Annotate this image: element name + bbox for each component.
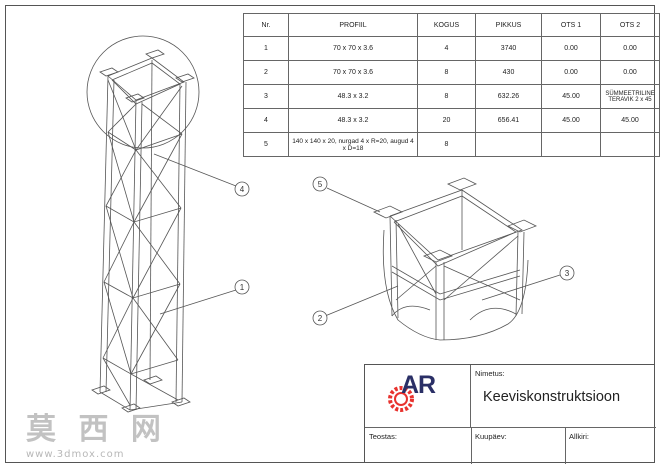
callout-4: 4 <box>234 181 250 197</box>
bom-header-length: PIKKUS <box>475 13 542 37</box>
bom-cell-nr: 2 <box>243 60 289 85</box>
bom-cell-end1: 45.00 <box>541 84 601 109</box>
base-plate-top-right <box>175 73 195 83</box>
bom-cell-qty: 20 <box>417 108 476 133</box>
bom-header-end2: OTS 2 <box>600 13 660 37</box>
watermark-url: www.3dmox.com <box>26 449 125 460</box>
date-cell: Kuupäev: <box>471 428 566 464</box>
callout-2: 2 <box>312 310 328 326</box>
svg-text:4: 4 <box>240 185 245 194</box>
bom-cell-end1: 0.00 <box>541 60 601 85</box>
drawing-frame <box>5 5 655 463</box>
logo-text: AR <box>401 371 436 399</box>
bom-cell-end1 <box>541 132 601 157</box>
tower-isometric-view <box>86 35 200 413</box>
bom-cell-qty: 8 <box>417 132 476 157</box>
table-row: 2 70 x 70 x 3.6 8 430 0.00 0.00 <box>243 60 660 85</box>
base-plate-top-left <box>99 67 119 77</box>
callout-1: 1 <box>234 279 250 295</box>
name-cell: Nimetus: Keeviskonstruktsioon <box>471 365 656 427</box>
bom-cell-nr: 3 <box>243 84 289 109</box>
bom-header-end1: OTS 1 <box>541 13 601 37</box>
bom-cell-end1: 0.00 <box>541 36 601 61</box>
name-label: Nimetus: <box>475 369 505 378</box>
bom-cell-nr: 4 <box>243 108 289 133</box>
base-plate-top-back <box>145 49 165 59</box>
svg-text:5: 5 <box>318 180 323 189</box>
bom-cell-length <box>475 132 542 157</box>
company-logo: AR <box>365 365 471 427</box>
section-plate-left <box>373 205 403 219</box>
bom-cell-profile: 48.3 x 3.2 <box>288 108 418 133</box>
base-plate-top-front <box>125 93 145 103</box>
bom-cell-qty: 4 <box>417 36 476 61</box>
bom-cell-profile: 140 x 140 x 20, nurgad 4 x R=20, augud 4… <box>288 132 418 157</box>
bom-header-row: Nr. PROFIIL KOGUS PIKKUS OTS 1 OTS 2 <box>243 13 660 37</box>
designer-label: Teostas: <box>369 432 397 441</box>
leader-lines <box>153 153 561 317</box>
designer-cell: Teostas: <box>365 428 472 464</box>
bom-cell-end2: 0.00 <box>600 36 660 61</box>
detail-circle <box>86 35 200 149</box>
title-block: AR Nimetus: Keeviskonstruktsioon Teostas… <box>364 364 656 464</box>
bom-header-nr: Nr. <box>243 13 289 37</box>
base-plate-bottom-right <box>171 397 191 407</box>
bom-cell-length: 656.41 <box>475 108 542 133</box>
bom-cell-profile: 70 x 70 x 3.6 <box>288 36 418 61</box>
bill-of-materials-table: Nr. PROFIIL KOGUS PIKKUS OTS 1 OTS 2 1 7… <box>243 13 660 157</box>
base-plate-bottom-front <box>121 403 141 413</box>
signature-cell: Allkiri: <box>565 428 656 464</box>
section-plate-back <box>447 177 477 191</box>
bom-cell-end2: 45.00 <box>600 108 660 133</box>
bom-cell-length: 632.26 <box>475 84 542 109</box>
svg-text:3: 3 <box>565 269 570 278</box>
callout-3: 3 <box>559 265 575 281</box>
base-plate-bottom-left <box>91 385 111 395</box>
table-row: 4 48.3 x 3.2 20 656.41 45.00 45.00 <box>243 108 660 133</box>
table-row: 5 140 x 140 x 20, nurgad 4 x R=20, augud… <box>243 132 660 157</box>
bom-cell-end2: SÜMMEETRILINE TERAVIK 2 x 45 <box>600 84 660 109</box>
base-plate-bottom-back <box>143 375 163 385</box>
tower-section-view <box>373 177 537 341</box>
bom-cell-length: 430 <box>475 60 542 85</box>
bom-header-profile: PROFIIL <box>288 13 418 37</box>
bom-cell-qty: 8 <box>417 60 476 85</box>
bom-header-qty: KOGUS <box>417 13 476 37</box>
bom-cell-nr: 1 <box>243 36 289 61</box>
bom-cell-end1: 45.00 <box>541 108 601 133</box>
bom-cell-profile: 48.3 x 3.2 <box>288 84 418 109</box>
date-label: Kuupäev: <box>475 432 507 441</box>
bom-cell-nr: 5 <box>243 132 289 157</box>
bom-cell-end2 <box>600 132 660 157</box>
table-row: 1 70 x 70 x 3.6 4 3740 0.00 0.00 <box>243 36 660 61</box>
bom-cell-length: 3740 <box>475 36 542 61</box>
svg-text:2: 2 <box>318 314 323 323</box>
callout-5: 5 <box>312 176 328 192</box>
bom-cell-qty: 8 <box>417 84 476 109</box>
svg-text:1: 1 <box>240 283 245 292</box>
bom-cell-end2: 0.00 <box>600 60 660 85</box>
signature-row: Teostas: Kuupäev: Allkiri: <box>365 427 656 464</box>
name-value: Keeviskonstruktsioon <box>483 389 621 405</box>
gear-logo-icon <box>388 386 414 412</box>
section-plate-right <box>507 219 537 233</box>
watermark-logo: 莫 西 网 <box>26 412 167 447</box>
table-row: 3 48.3 x 3.2 8 632.26 45.00 SÜMMEETRILIN… <box>243 84 660 109</box>
signature-label: Allkiri: <box>569 432 589 441</box>
bom-cell-profile: 70 x 70 x 3.6 <box>288 60 418 85</box>
